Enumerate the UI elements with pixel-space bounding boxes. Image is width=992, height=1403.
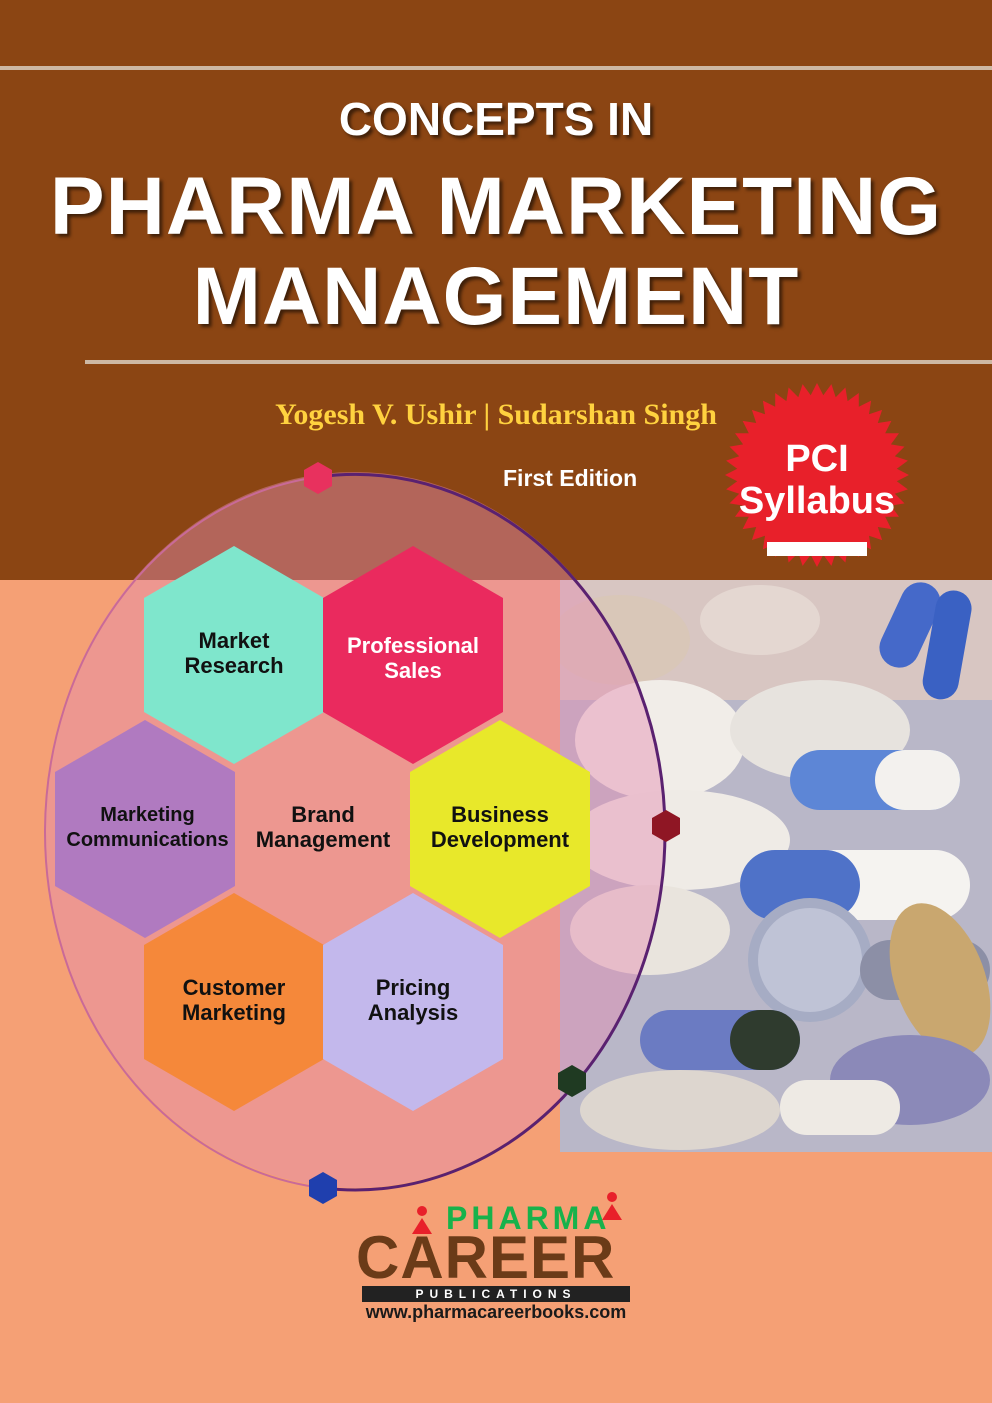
badge-line-1: PCI bbox=[785, 438, 849, 480]
small-hexagon-blue bbox=[309, 1172, 337, 1204]
small-hexagon-green bbox=[558, 1065, 586, 1097]
hexagon-customer-marketing bbox=[144, 893, 324, 1111]
label-market-research-2: Research bbox=[184, 653, 284, 678]
label-brand-management-2: Management bbox=[255, 827, 391, 852]
label-professional-sales: Professional Sales bbox=[330, 633, 496, 683]
publisher-publications: PUBLICATIONS bbox=[362, 1286, 630, 1302]
hexagon-business-development bbox=[410, 720, 590, 938]
label-marketing-communications-2: Communications bbox=[66, 829, 229, 851]
edition: First Edition bbox=[503, 465, 638, 491]
label-market-research-1: Market bbox=[198, 628, 270, 653]
top-rule bbox=[0, 66, 992, 70]
label-market-research: Market Research bbox=[160, 628, 308, 678]
person-icon bbox=[412, 1206, 432, 1234]
label-business-development: Business Development bbox=[416, 802, 584, 852]
label-brand-management-1: Brand bbox=[291, 802, 355, 827]
person-icon bbox=[602, 1192, 622, 1220]
label-customer-marketing-2: Marketing bbox=[182, 1000, 286, 1025]
label-customer-marketing-1: Customer bbox=[182, 975, 286, 1000]
label-customer-marketing: Customer Marketing bbox=[160, 975, 308, 1025]
label-pricing-analysis-1: Pricing bbox=[375, 975, 451, 1000]
hexagon-pricing-analysis bbox=[323, 893, 503, 1111]
small-hexagon-maroon bbox=[652, 810, 680, 842]
label-professional-sales-2: Sales bbox=[384, 658, 442, 683]
publisher-url: www.pharmacareerbooks.com bbox=[365, 1302, 627, 1322]
badge-line-2: Syllabus bbox=[738, 480, 896, 522]
title-line-3: MANAGEMENT bbox=[192, 251, 800, 342]
publisher-career: CAREER bbox=[356, 1224, 616, 1291]
title-line-1: CONCEPTS IN bbox=[338, 93, 654, 145]
small-hexagon-pink bbox=[304, 462, 332, 494]
publisher-pharma: PHARMA bbox=[446, 1200, 611, 1236]
hexagon-market-research bbox=[144, 546, 324, 764]
title-line-2: PHARMA MARKETING bbox=[49, 161, 943, 252]
hexagon-professional-sales bbox=[323, 546, 503, 764]
authors: Yogesh V. Ushir | Sudarshan Singh bbox=[275, 398, 717, 431]
pci-syllabus-badge bbox=[725, 383, 909, 567]
label-pricing-analysis: Pricing Analysis bbox=[338, 975, 488, 1025]
label-professional-sales-1: Professional bbox=[346, 633, 480, 658]
label-pricing-analysis-2: Analysis bbox=[367, 1000, 459, 1025]
label-business-development-2: Development bbox=[430, 827, 570, 852]
label-marketing-communications-1: Marketing bbox=[100, 804, 195, 826]
label-business-development-1: Business bbox=[451, 802, 549, 827]
label-marketing-communications: Marketing Communications bbox=[55, 803, 240, 853]
hexagon-marketing-communications bbox=[55, 720, 235, 938]
title-rule bbox=[85, 360, 992, 364]
label-brand-management: Brand Management bbox=[244, 802, 402, 852]
